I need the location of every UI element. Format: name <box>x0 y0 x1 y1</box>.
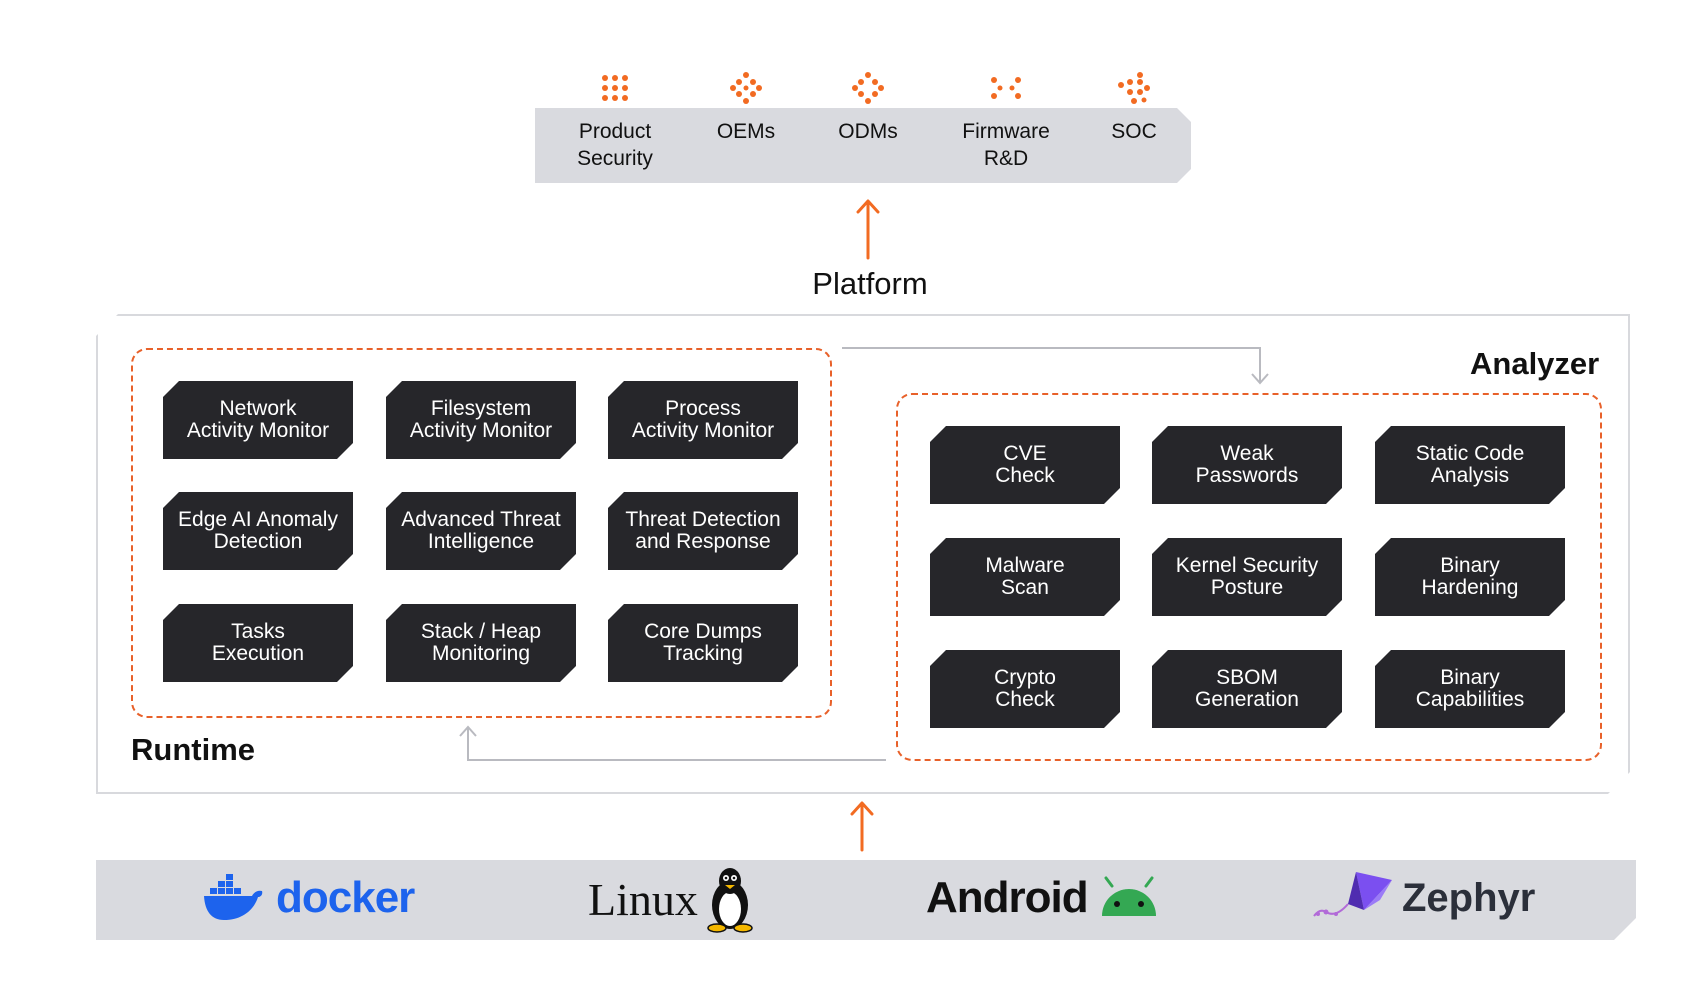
dot-cluster-icon <box>1118 72 1150 104</box>
consumer-label: ODMs <box>838 120 898 143</box>
runtime-tile: Edge AI Anomaly Detection <box>163 492 353 570</box>
analyzer-box <box>896 393 1602 761</box>
dot-diamond-icon <box>852 72 884 104</box>
arrow-head-down <box>1251 373 1269 385</box>
consumer-label: SOC <box>1111 120 1157 143</box>
arrow-up-icon <box>850 801 874 852</box>
runtime-tile: Threat Detection and Response <box>608 492 798 570</box>
analyzer-tile: Binary Capabilities <box>1375 650 1565 728</box>
runtime-title: Runtime <box>131 732 255 767</box>
runtime-tile: Process Activity Monitor <box>608 381 798 459</box>
docker-whale-icon <box>204 874 263 920</box>
runtime-tile: Core Dumps Tracking <box>608 604 798 682</box>
analyzer-tile: Crypto Check <box>930 650 1120 728</box>
consumers-bar <box>535 108 1191 183</box>
analyzer-tile: CVE Check <box>930 426 1120 504</box>
zephyr-kite-icon <box>1313 872 1392 917</box>
consumer-odms: ODMs <box>803 72 933 145</box>
zephyr-label: Zephyr <box>1402 875 1536 920</box>
runtime-tile: Advanced Threat Intelligence <box>386 492 576 570</box>
analyzer-tile: Weak Passwords <box>1152 426 1342 504</box>
consumer-oems: OEMs <box>681 72 811 145</box>
analyzer-tile: Kernel Security Posture <box>1152 538 1342 616</box>
runtime-tile: Tasks Execution <box>163 604 353 682</box>
consumer-label: OEMs <box>716 120 776 143</box>
platform-frame <box>96 314 1630 794</box>
android-robot-icon <box>1101 876 1156 916</box>
analyzer-tile: Static Code Analysis <box>1375 426 1565 504</box>
analyzer-title: Analyzer <box>1470 346 1600 381</box>
dot-spread-icon <box>991 77 1021 99</box>
runtime-tile: Filesystem Activity Monitor <box>386 381 576 459</box>
runtime-tile: Stack / Heap Monitoring <box>386 604 576 682</box>
linux-label: Linux <box>588 873 698 925</box>
arrow-up-icon <box>856 199 880 260</box>
consumer-label: Firmware R&D <box>962 120 1050 170</box>
platform-title: Platform <box>812 266 928 301</box>
linux-penguin-icon <box>707 868 753 933</box>
analyzer-tile: Binary Hardening <box>1375 538 1565 616</box>
runtime-to-analyzer-arrow <box>842 347 1261 382</box>
dot-diamond-icon <box>730 72 762 104</box>
consumer-label: Product Security <box>577 120 653 170</box>
consumer-product-security: Product Security <box>550 72 680 172</box>
runtime-box <box>131 348 832 718</box>
linux-logo: Linux <box>588 864 758 934</box>
android-logo: Android <box>926 868 1160 928</box>
android-label: Android <box>926 873 1089 922</box>
analyzer-tile: Malware Scan <box>930 538 1120 616</box>
docker-logo: docker <box>202 868 415 928</box>
docker-label: docker <box>276 873 415 922</box>
dot-grid-icon <box>602 75 628 101</box>
arrow-head-up <box>459 725 477 737</box>
consumer-firmware: Firmware R&D <box>941 72 1071 172</box>
runtime-tile: Network Activity Monitor <box>163 381 353 459</box>
analyzer-to-runtime-arrow <box>467 728 886 761</box>
consumer-soc: SOC <box>1069 72 1199 145</box>
analyzer-tile: SBOM Generation <box>1152 650 1342 728</box>
zephyr-logo: Zephyr <box>1312 866 1535 930</box>
